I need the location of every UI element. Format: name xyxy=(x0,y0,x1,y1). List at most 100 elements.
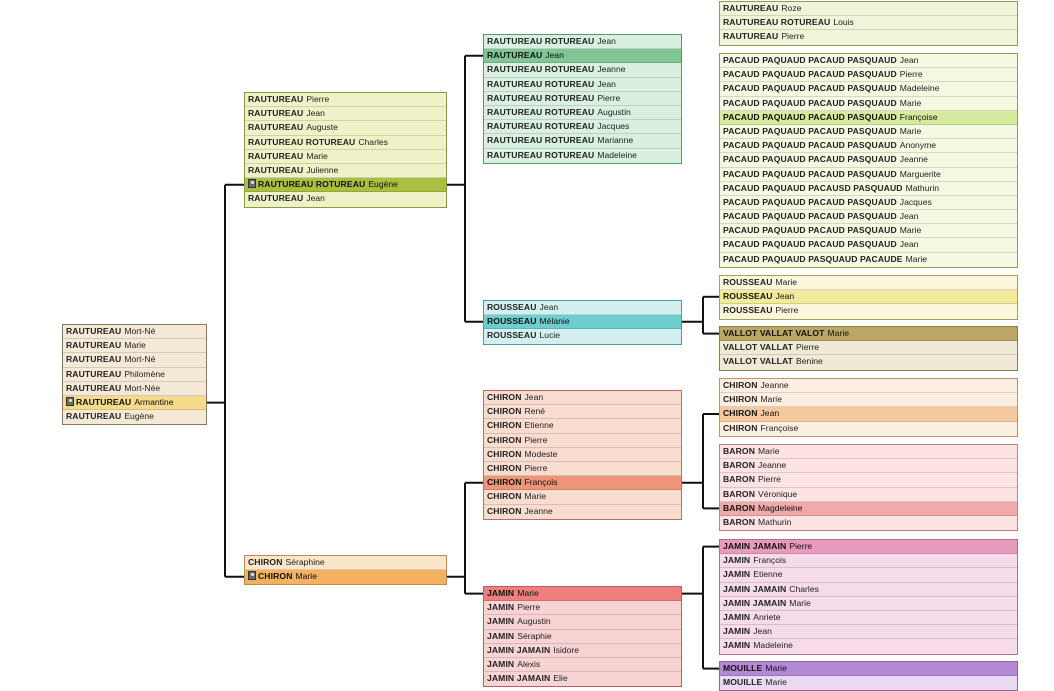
person-given-name: Madeleine xyxy=(753,640,793,651)
person-given-name: Mort-Née xyxy=(124,382,161,393)
person-surname: CHIRON xyxy=(487,420,522,431)
person-surname: CHIRON xyxy=(487,448,522,459)
person-surname: CHIRON xyxy=(248,557,283,567)
person-given-name: Pierre xyxy=(758,474,781,485)
person-surname: RAUTUREAU ROTUREAU xyxy=(487,135,595,146)
person-given-name: Françoise xyxy=(760,422,799,433)
person-surname: JAMIN xyxy=(487,588,515,598)
person-given-name: Marie xyxy=(295,571,318,582)
